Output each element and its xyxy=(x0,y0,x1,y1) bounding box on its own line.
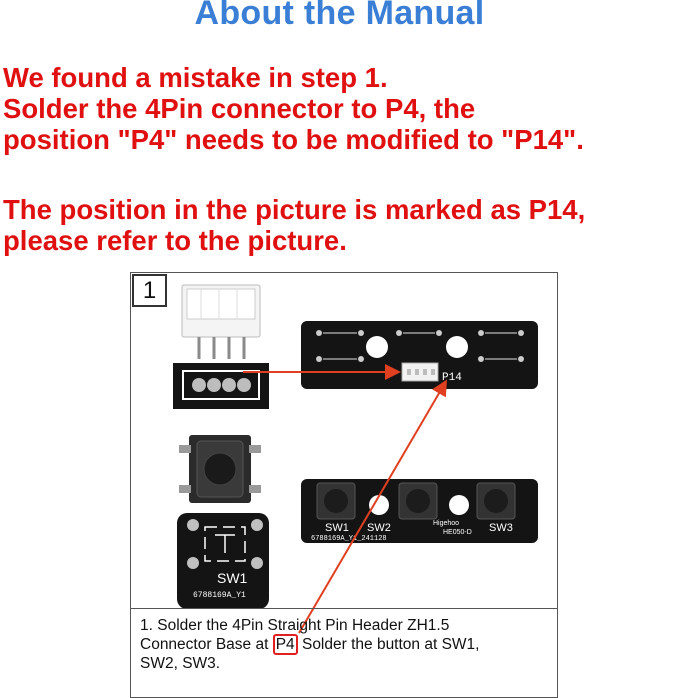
page-title: About the Manual xyxy=(194,0,485,32)
pcb-top xyxy=(301,321,538,389)
connector-pins xyxy=(197,337,246,359)
caption-line: 1. Solder the 4Pin Straight Pin Header Z… xyxy=(140,617,450,634)
step-number-box: 1 xyxy=(132,274,167,307)
notice-line: Solder the 4Pin connector to P4, the xyxy=(3,93,476,124)
sw1-closeup-pcb xyxy=(177,513,269,609)
sw1-closeup-label: SW1 xyxy=(217,570,248,586)
sw1-closeup-serial: 6788169A_Y1 xyxy=(193,591,246,600)
board-brand: Higehoo xyxy=(433,520,459,527)
sw1-label: SW1 xyxy=(325,522,349,534)
step-caption: 1. Solder the 4Pin Straight Pin Header Z… xyxy=(140,616,550,673)
notice-line: position "P4" needs to be modified to "P… xyxy=(3,124,584,155)
sw3-label: SW3 xyxy=(489,522,513,534)
correction-notice: We found a mistake in step 1. Solder the… xyxy=(3,62,679,155)
picture-reference-notice: The position in the picture is marked as… xyxy=(3,194,679,256)
caption-text: Connector Base at xyxy=(140,636,273,653)
notice-line: We found a mistake in step 1. xyxy=(3,62,388,93)
board-model: HE050-D xyxy=(443,529,472,536)
tactile-button xyxy=(179,435,261,503)
connector-footprint xyxy=(173,363,269,409)
board-serial: 6788169A_Y1_241128 xyxy=(311,535,387,543)
caption-divider xyxy=(131,608,557,609)
caption-line: SW2, SW3. xyxy=(140,655,221,672)
notice-line: please refer to the picture. xyxy=(3,225,347,256)
connector-housing xyxy=(181,284,261,338)
p4-highlight: P4 xyxy=(272,634,298,655)
caption-text: Solder the button at SW1, xyxy=(297,636,480,653)
sw2-label: SW2 xyxy=(367,522,391,534)
assembly-illustration: P14 SW1 6788169A_Y1 xyxy=(173,284,538,634)
p14-silkscreen-label: P14 xyxy=(442,372,462,384)
correction-arrow xyxy=(298,379,448,634)
notice-line: The position in the picture is marked as… xyxy=(3,194,586,225)
manual-step-figure: P14 SW1 6788169A_Y1 xyxy=(130,272,558,698)
caption-line: Connector Base at P4 Solder the button a… xyxy=(140,634,550,655)
